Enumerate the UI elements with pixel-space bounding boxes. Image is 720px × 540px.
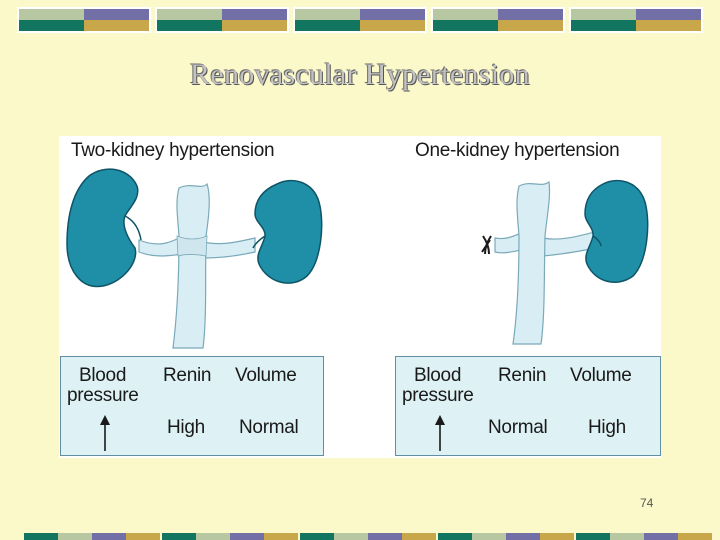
volume-value: High <box>588 417 626 438</box>
blood-pressure-label-line2: pressure <box>67 385 139 406</box>
blood-pressure-label-line2: pressure <box>402 385 474 406</box>
volume-value: Normal <box>239 417 299 438</box>
blood-pressure-label-line1: Blood <box>414 365 462 386</box>
up-arrow-icon <box>100 415 110 451</box>
renin-label: Renin <box>498 365 547 386</box>
top-decorative-band <box>17 7 703 33</box>
kidney-icon <box>584 179 649 283</box>
panel-title-two-kidney: Two-kidney hypertension <box>71 140 275 161</box>
left-info-box: Blood pressure Renin Volume High Normal <box>60 356 324 456</box>
blood-pressure-label-line1: Blood <box>79 365 127 386</box>
two-kidney-anatomy <box>66 168 323 349</box>
renin-value: Normal <box>488 417 548 438</box>
renin-label: Renin <box>163 365 212 386</box>
renin-value: High <box>167 417 205 438</box>
two-kidney-panel: Two-kidney hypertension Blood pressure R… <box>59 136 359 458</box>
kidney-icon <box>66 168 142 288</box>
ligation-mark-icon <box>481 235 492 255</box>
bottom-decorative-band <box>24 533 712 540</box>
volume-label: Volume <box>235 365 297 386</box>
one-kidney-panel: One-kidney hypertension Blood pressure R… <box>395 136 661 458</box>
up-arrow-icon <box>435 415 445 451</box>
page-number: 74 <box>640 496 654 510</box>
one-kidney-anatomy <box>481 179 649 345</box>
renal-vessels <box>494 180 606 345</box>
right-info-box: Blood pressure Renin Volume Normal High <box>395 356 661 456</box>
volume-label: Volume <box>570 365 632 386</box>
slide-title: Renovascular Hypertension <box>190 58 530 91</box>
panel-title-one-kidney: One-kidney hypertension <box>415 140 620 161</box>
renal-vessels <box>138 182 256 349</box>
kidney-icon <box>252 179 323 284</box>
renovascular-figure: Two-kidney hypertension Blood pressure R… <box>59 136 661 458</box>
